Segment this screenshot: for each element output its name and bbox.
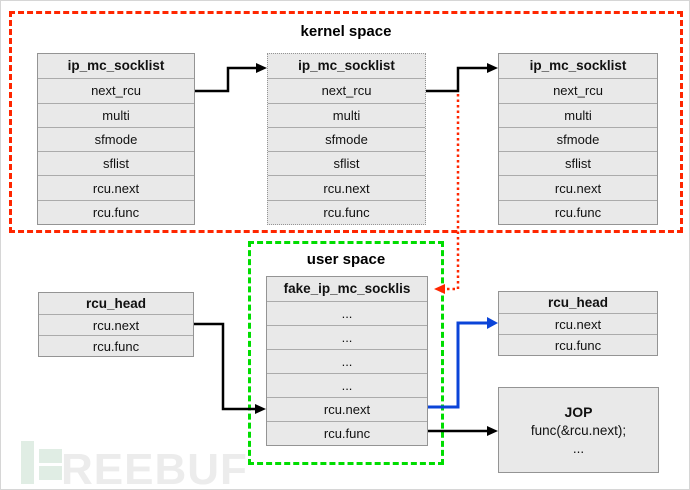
struct-field: ... — [267, 301, 427, 325]
struct-field: rcu.func — [499, 199, 657, 224]
rcu-head-right: rcu_head rcu.next rcu.func — [498, 291, 658, 356]
freebuf-watermark: REEBUF — [61, 445, 248, 490]
struct-title: fake_ip_mc_socklis — [283, 281, 411, 297]
struct-title: ip_mc_socklist — [529, 58, 627, 74]
ip-mc-socklist-2: ip_mc_socklist next_rcu multi sfmode sfl… — [267, 53, 426, 225]
struct-field: sfmode — [268, 126, 425, 151]
struct-field: rcu.func — [38, 199, 194, 224]
freebuf-logo-icon — [39, 449, 62, 463]
struct-field: rcu.next — [499, 313, 657, 334]
struct-field: rcu.func — [499, 334, 657, 355]
jop-title: JOP — [564, 404, 593, 420]
struct-field: rcu.func — [268, 199, 425, 224]
ip-mc-socklist-1: ip_mc_socklist next_rcu multi sfmode sfl… — [37, 53, 195, 225]
struct-field: multi — [38, 102, 194, 127]
struct-field: rcu.next — [499, 175, 657, 199]
struct-field: sfmode — [499, 126, 657, 151]
struct-field: rcu.next — [268, 175, 425, 199]
fake-ip-mc-socklist: fake_ip_mc_socklis ... ... ... ... rcu.n… — [266, 276, 428, 446]
struct-field: sflist — [38, 151, 194, 175]
struct-field: multi — [268, 102, 425, 127]
struct-field: sfmode — [38, 126, 194, 151]
struct-field: rcu.next — [267, 397, 427, 421]
struct-field: sflist — [499, 151, 657, 175]
struct-field: rcu.func — [267, 421, 427, 445]
struct-field: next_rcu — [38, 78, 194, 102]
jop-ellipsis: ... — [572, 441, 585, 456]
struct-field: ... — [267, 373, 427, 397]
struct-title: ip_mc_socklist — [298, 58, 395, 74]
struct-field: rcu.func — [39, 335, 193, 356]
struct-field: rcu.next — [39, 314, 193, 335]
struct-title: ip_mc_socklist — [67, 58, 165, 74]
user-space-label: user space — [306, 251, 386, 268]
struct-title: rcu_head — [547, 294, 609, 310]
freebuf-logo-icon — [39, 466, 62, 480]
struct-field: rcu.next — [38, 175, 194, 199]
rcu-head-left: rcu_head rcu.next rcu.func — [38, 292, 194, 357]
struct-field: next_rcu — [499, 78, 657, 102]
kernel-space-label: kernel space — [300, 23, 392, 40]
jop-box: JOP func(&rcu.next); ... — [498, 387, 659, 473]
kernel-space-region — [9, 11, 683, 233]
struct-field: multi — [499, 102, 657, 127]
freebuf-logo-icon — [21, 441, 34, 484]
jop-code-line: func(&rcu.next); — [530, 423, 627, 438]
ip-mc-socklist-3: ip_mc_socklist next_rcu multi sfmode sfl… — [498, 53, 658, 225]
struct-field: ... — [267, 349, 427, 373]
struct-title: rcu_head — [85, 295, 147, 311]
struct-field: next_rcu — [268, 78, 425, 102]
struct-field: ... — [267, 325, 427, 349]
struct-field: sflist — [268, 151, 425, 175]
